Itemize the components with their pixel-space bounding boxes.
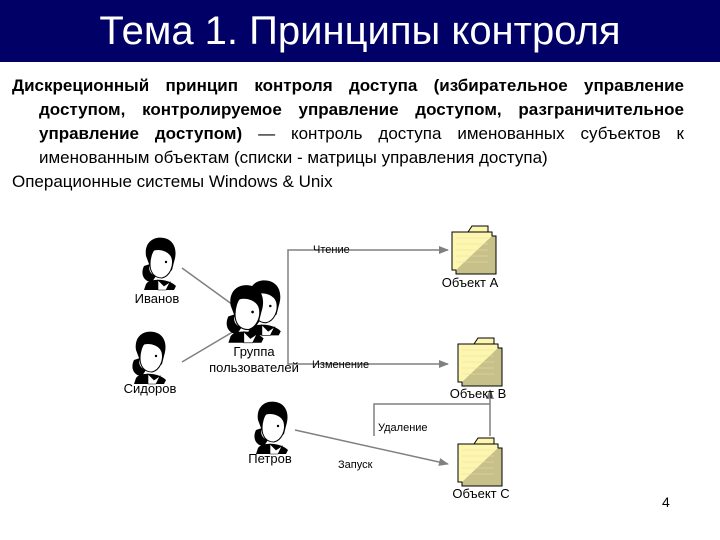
sidorov-label: Сидоров <box>124 381 177 396</box>
definition-term: Дискреционный принцип контроля доступа (… <box>12 76 684 143</box>
slide-title: Тема 1. Принципы контроля <box>99 9 621 53</box>
modify-arrow <box>287 316 449 368</box>
definition-paragraph: Дискреционный принцип контроля доступа (… <box>12 74 684 170</box>
page-number: 4 <box>662 494 670 510</box>
delete-label: Удаление <box>378 422 428 434</box>
execute-label: Запуск <box>338 459 373 471</box>
ivanov-label: Иванов <box>135 291 180 306</box>
object-b-label: Объект В <box>450 386 507 401</box>
object-a-label: Объект А <box>442 275 499 290</box>
user-group: Группа пользователей <box>209 279 299 375</box>
connector-lines <box>181 246 494 466</box>
slide-text: Дискреционный принцип контроля доступа (… <box>12 74 684 194</box>
object-c: Объект С <box>452 437 510 501</box>
execute-arrow <box>294 429 449 466</box>
petrov-label: Петров <box>248 451 292 466</box>
os-paragraph: Операционные системы Windows & Unix <box>12 172 333 191</box>
sidorov-to-group-line <box>181 329 237 363</box>
delete-arrow <box>373 389 494 436</box>
read-label: Чтение <box>313 244 350 256</box>
person-icon <box>253 401 289 455</box>
object-a: Объект А <box>442 225 499 290</box>
user-petrov: Петров <box>248 401 292 466</box>
ivanov-to-group-line <box>181 267 241 311</box>
folder-icon <box>457 337 503 387</box>
folder-icon <box>451 225 497 275</box>
object-b: Объект В <box>450 337 507 401</box>
person-icon <box>131 331 167 385</box>
group-label-line2: пользователей <box>209 360 299 375</box>
group-label-line1: Группа <box>233 344 275 359</box>
user-sidorov: Сидоров <box>124 331 177 396</box>
folder-icon <box>457 437 503 487</box>
user-ivanov: Иванов <box>135 237 180 306</box>
read-arrow <box>287 246 449 316</box>
person-icon <box>141 237 177 291</box>
modify-label: Изменение <box>312 359 369 371</box>
object-c-label: Объект С <box>452 486 509 501</box>
title-bar <box>0 0 720 62</box>
definition-text: — контроль доступа именованных субъектов… <box>39 124 684 167</box>
